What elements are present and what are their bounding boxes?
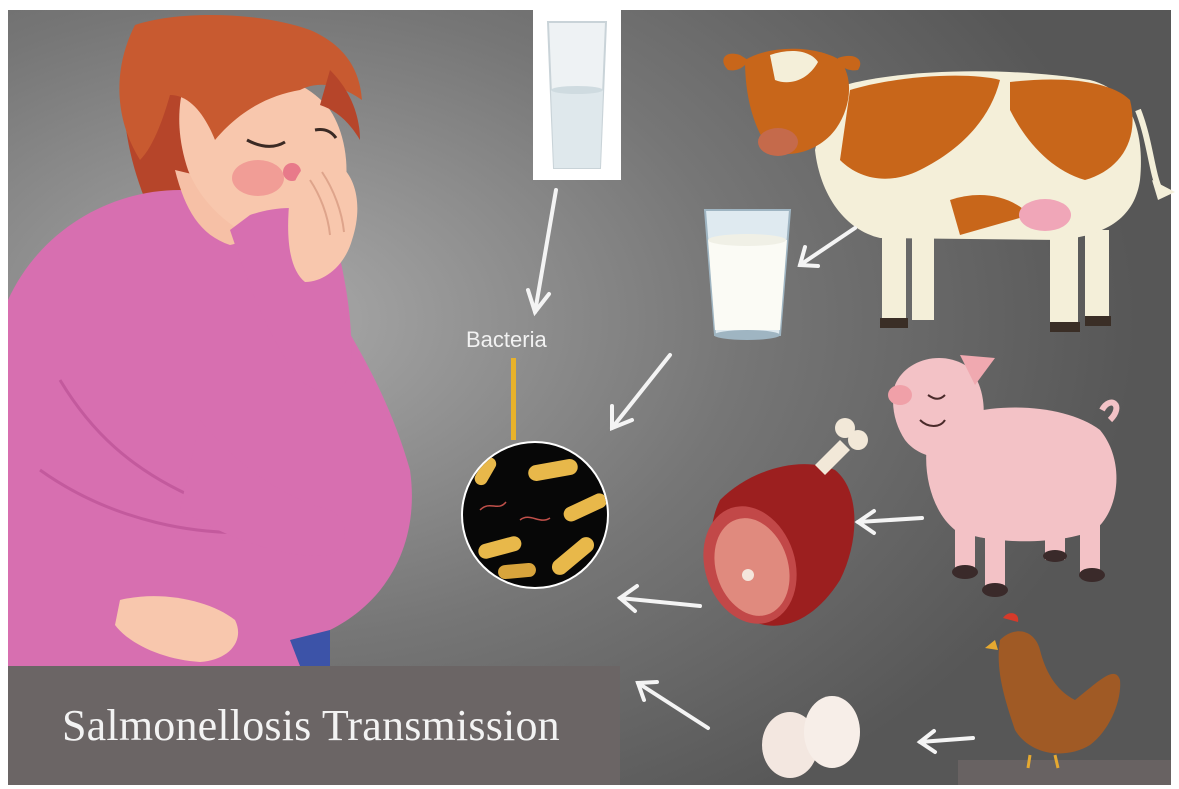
water-glass-icon [533,10,621,180]
bottom-right-bar [958,760,1171,785]
infographic-title: Salmonellosis Transmission [62,700,560,751]
bacteria-label: Bacteria [466,327,547,353]
milk-glass-icon [705,210,790,340]
bacteria-label-pointer [511,358,516,440]
